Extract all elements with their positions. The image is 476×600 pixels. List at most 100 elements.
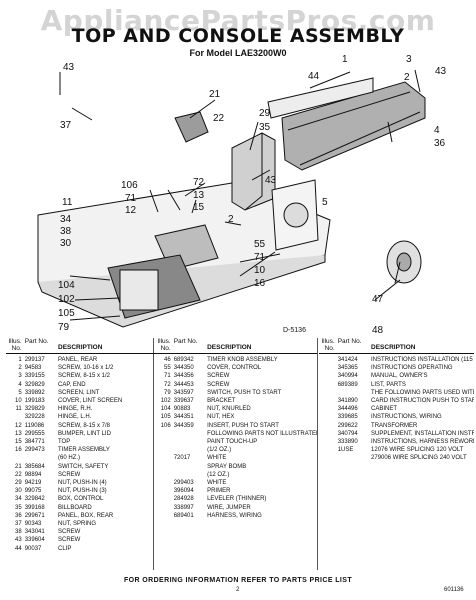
description-cell: PAINT TOUCH-UP [207,439,258,446]
callout: 13 [193,190,205,201]
illus-no-cell: 36 [15,512,22,519]
illus-no-cell: 105 [160,414,171,421]
description-cell: (60 HZ.) [58,455,81,462]
illus-no-cell: 22 [15,471,22,478]
callout: 71 [125,193,137,204]
illus-no-cell: 30 [15,488,22,495]
callout: 43 [265,175,277,186]
description-cell: SWITCH, SAFETY [58,463,109,470]
description-cell: SUPPLEMENT, INSTALLATION INSTRUCTIONS [371,430,474,437]
illus-no-cell [155,471,174,479]
callout: 48 [372,325,384,335]
illus-no-cell [155,430,174,438]
description-cell: MANUAL, OWNER'S [371,373,428,380]
part-no-cell: 329842 [24,496,45,503]
description-cell: SCREW [207,373,230,380]
part-no-cell: 343041 [24,529,45,536]
illus-no-cell [6,454,25,462]
illus-no-cell: 4 [18,381,22,388]
callout: 34 [60,214,72,225]
description-cell: INSTRUCTIONS, HARNESS REWORK [371,439,474,446]
callout: 104 [58,280,75,291]
ordering-note: FOR ORDERING INFORMATION REFER TO PARTS … [123,577,353,584]
illus-no-cell: 11 [15,406,22,413]
illus-no-cell [155,512,174,520]
page-number: 2 [236,587,240,593]
description-cell: SCREW [58,537,81,544]
part-no-cell: 340794 [337,430,358,437]
illus-no-cell [155,463,174,471]
description-cell: CARD INSTRUCTION PUSH TO START [371,398,474,405]
part-no-cell: 299671 [24,512,45,519]
callout: 12 [125,205,137,216]
description-cell: TRANSFORMER [371,422,418,429]
illus-no-cell: 16 [15,447,22,454]
description-cell: BRACKET [207,398,236,405]
callout: 30 [60,238,72,249]
description-cell: SCREW [58,471,81,478]
illus-no-cell: 1 [18,357,22,363]
illus-no-cell: 106 [160,422,171,429]
description-cell: INSERT, PUSH TO START [207,422,279,429]
part-no-cell [338,454,371,462]
table-row: 284928 LEVELER (THINNER) [155,495,317,503]
illus-no-cell: 2 [18,365,22,372]
part-no-cell: 343597 [173,389,194,396]
part-no-cell: 689401 [173,512,194,519]
part-no-cell: 339604 [24,537,45,544]
callout: 106 [121,180,138,191]
callout: 22 [213,113,225,124]
illus-no-cell [319,454,338,462]
part-no-header: Part No. [337,338,362,345]
part-no-cell: 299622 [337,422,358,429]
callout-labels: 43 44 1 3 2 43 37 21 22 29 35 4 36 106 7… [58,55,447,335]
diagram-code: D-5136 [283,327,306,334]
illus-no-cell: 35 [15,504,22,511]
illus-no-cell: 12 [15,422,22,429]
description-cell: LEVELER (THINNER) [207,496,267,503]
description-cell: SCREW [58,529,81,536]
illus-no-cell: 55 [164,365,171,372]
part-no-cell: 284928 [173,496,194,503]
table-row: PAINT TOUCH-UP [155,438,317,446]
part-no-cell [174,438,207,446]
illus-no-cell [319,438,338,446]
part-no-cell: 339685 [337,414,358,421]
table-row: (1/2 OZ.) [155,446,317,454]
part-no-cell: 399168 [24,504,45,511]
description-cell: BUMPER, LINT LID [58,430,111,437]
description-cell: PANEL, REAR [58,357,98,363]
table-row: FOLLOWING PARTS NOT ILLUSTRATED [155,430,317,438]
table-header: Illus. No. Part No. DESCRIPTION [155,338,317,354]
illus-no-cell [155,504,174,512]
description-cell: COVER, LINT SCREEN [58,398,123,405]
callout: 43 [435,66,447,77]
description-cell: BILLBOARD [58,504,92,511]
description-cell: SCREW [207,381,230,388]
illus-no-cell [319,405,338,413]
watermark: AppliancePartsPros.com [40,4,436,37]
document-code: 601136 [444,587,464,593]
part-no-cell: 299555 [24,430,45,437]
illus-no-cell [319,397,338,405]
description-cell: WHITE [207,455,227,462]
description-cell: FOLLOWING PARTS NOT ILLUSTRATED [207,430,317,437]
illus-no-cell [319,389,338,397]
part-no-cell: 1USE [337,447,354,454]
callout: 47 [372,294,384,305]
illus-no-header: Illus. No. [8,338,22,352]
part-no-cell: 344351 [173,414,194,421]
part-no-cell: 72017 [173,455,191,462]
callout: 11 [62,197,73,208]
callout: 16 [254,278,266,289]
